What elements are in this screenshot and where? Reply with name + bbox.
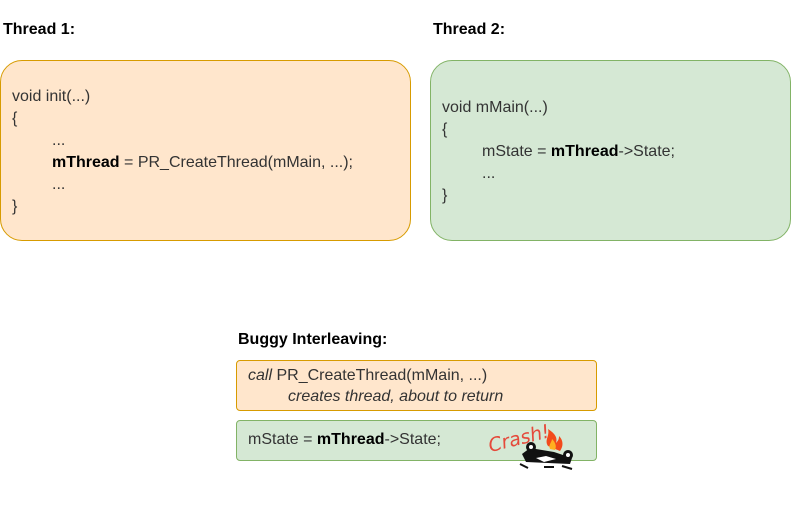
interleaving-step1-box: call PR_CreateThread(mMain, ...) creates… bbox=[236, 360, 597, 411]
interleaving-step1-call: call PR_CreateThread(mMain, ...) bbox=[248, 365, 487, 387]
thread1-code-box: void init(...) { ... mThread = PR_Create… bbox=[0, 60, 411, 241]
interleaving-mstate-assign: mState = bbox=[248, 431, 317, 448]
interleaving-state-field: ->State; bbox=[384, 431, 441, 448]
thread2-line-state-access: mState = mThread->State; bbox=[482, 141, 675, 163]
thread1-line-ellipsis-1: ... bbox=[52, 132, 66, 149]
thread2-mthread-var: mThread bbox=[550, 143, 619, 160]
fire-inner-icon bbox=[549, 439, 556, 450]
thread1-line-create-thread: mThread = PR_CreateThread(mMain, ...); bbox=[52, 152, 353, 174]
thread1-line-open-brace: { bbox=[12, 110, 18, 127]
thread2-mstate-assign: mState = bbox=[482, 143, 551, 160]
interleaving-step2-box: mState = mThread->State; bbox=[236, 420, 597, 461]
interleaving-heading: Buggy Interleaving: bbox=[238, 331, 388, 348]
interleaving-step2-state-access: mState = mThread->State; bbox=[248, 429, 441, 451]
thread2-heading: Thread 2: bbox=[433, 21, 506, 38]
thread2-line-open-brace: { bbox=[442, 121, 448, 138]
interleaving-create-call: PR_CreateThread(mMain, ...) bbox=[272, 367, 488, 384]
thread2-line-close-brace: } bbox=[442, 187, 448, 204]
thread2-line-signature: void mMain(...) bbox=[442, 99, 548, 116]
thread2-line-ellipsis: ... bbox=[482, 165, 496, 182]
flipped-car-icon bbox=[519, 429, 573, 470]
interleaving-mthread-var: mThread bbox=[316, 431, 385, 448]
thread1-line-signature: void init(...) bbox=[12, 88, 91, 105]
thread1-create-call: = PR_CreateThread(mMain, ...); bbox=[119, 154, 353, 171]
thread1-heading: Thread 1: bbox=[3, 21, 76, 38]
thread2-state-field: ->State; bbox=[618, 143, 675, 160]
thread1-mthread-var: mThread bbox=[52, 154, 120, 171]
crash-illustration: Crash! bbox=[486, 421, 573, 470]
thread1-line-ellipsis-2: ... bbox=[52, 176, 66, 193]
interleaving-call-keyword: call bbox=[248, 367, 273, 384]
thread1-line-close-brace: } bbox=[12, 198, 18, 215]
interleaving-step1-note: creates thread, about to return bbox=[288, 388, 504, 405]
thread2-code-box: void mMain(...) { mState = mThread->Stat… bbox=[430, 60, 791, 241]
